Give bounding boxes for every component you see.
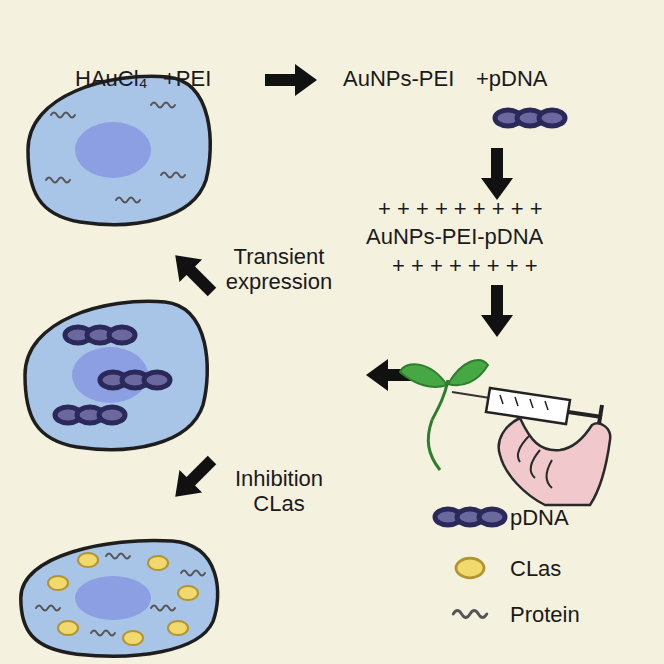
flow-arrow [164, 449, 223, 508]
legend-clas-sample [456, 558, 484, 578]
flow-arrow [481, 148, 513, 200]
flow-arrow [164, 244, 223, 303]
injection-illustration [400, 360, 610, 505]
pdna-icon [495, 110, 565, 126]
flow-arrow [265, 64, 317, 96]
flow-label: +PEI [163, 66, 211, 91]
flow-label: HAuCl₄ [75, 66, 148, 91]
cell-transfected [25, 301, 207, 449]
legend-text: pDNA [510, 505, 569, 530]
legend-pdna-sample [435, 509, 505, 525]
flow-label: + + + + + + + + [392, 253, 538, 278]
flow-arrow [481, 285, 513, 337]
flow-label: AuNPs-PEI [343, 66, 454, 91]
cell-expression [28, 76, 210, 224]
step-label: Transient expression [220, 244, 338, 295]
legend-protein-sample [453, 611, 487, 618]
legend-text: Protein [510, 602, 580, 627]
flow-label: AuNPs-PEI-pDNA [366, 224, 543, 249]
flow-label: +pDNA [476, 66, 548, 91]
legend-text: CLas [510, 556, 561, 581]
flow-label: + + + + + + + + + [378, 196, 543, 221]
cell-inhibition [21, 541, 218, 657]
step-label: Inhibition CLas [220, 466, 338, 517]
